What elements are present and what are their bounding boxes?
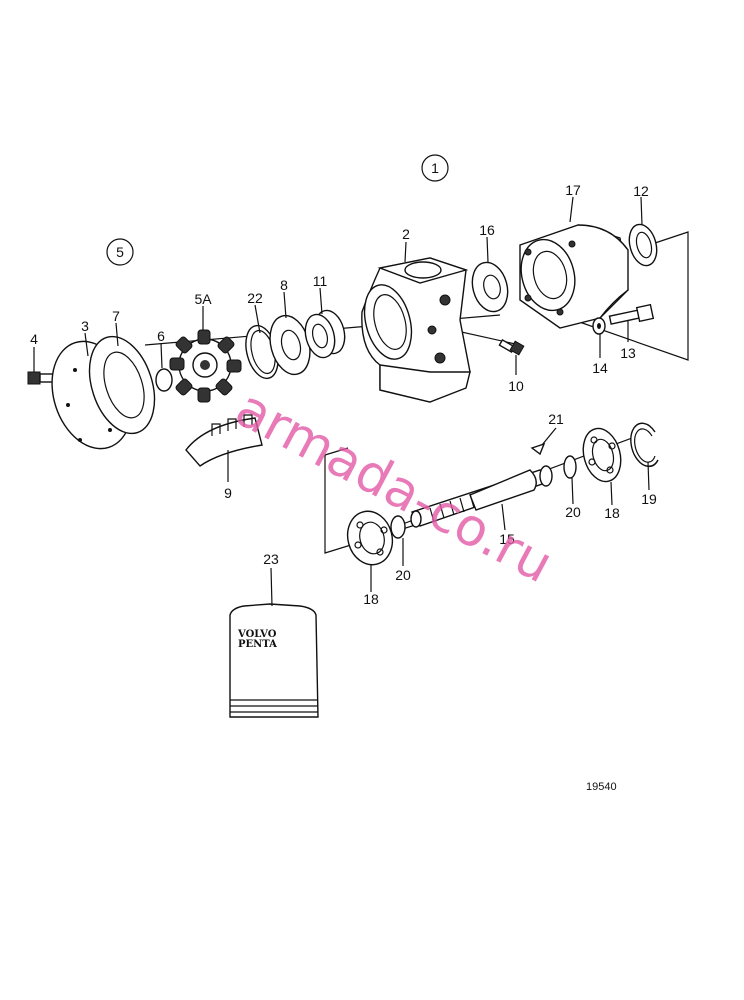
callout-group-1: 1 — [421, 154, 449, 182]
callout-20-right: 20 — [565, 504, 581, 520]
callout-5: 5 — [116, 244, 124, 260]
callout-4: 4 — [30, 331, 38, 347]
part-18-bearing-left — [346, 510, 394, 566]
callout-6: 6 — [157, 328, 165, 344]
callout-3: 3 — [81, 318, 89, 334]
part-13-bolt — [608, 303, 655, 325]
part-17-bearing-housing — [519, 224, 629, 329]
part-21-key — [530, 442, 546, 456]
callout-group-5: 5 — [106, 238, 134, 266]
callout-5a: 5A — [194, 291, 212, 307]
part-20-o-ring-left — [390, 515, 406, 539]
callout-7: 7 — [112, 308, 120, 324]
callout-8: 8 — [280, 277, 288, 293]
callout-10: 10 — [508, 378, 524, 394]
part-23-instruction-book: VOLVO PENTA — [229, 603, 319, 718]
callout-17: 17 — [565, 182, 581, 198]
part-2-pump-housing — [361, 257, 471, 403]
callout-18-left: 18 — [363, 591, 379, 607]
part-9-cam — [185, 414, 263, 467]
callout-15: 15 — [499, 531, 515, 547]
part-15-shaft — [410, 465, 553, 528]
callout-22: 22 — [247, 290, 263, 306]
callout-11: 11 — [313, 273, 328, 289]
callout-21: 21 — [548, 411, 564, 427]
callout-18-right: 18 — [604, 505, 620, 521]
part-18-bearing-right — [582, 427, 622, 483]
part-8-wear-plate — [269, 314, 311, 376]
callout-16: 16 — [479, 222, 495, 238]
part-14-washer — [592, 317, 606, 335]
leader-lines — [33, 196, 650, 607]
callout-23: 23 — [263, 551, 279, 567]
part-4-bolt — [27, 371, 63, 385]
part-7-gasket — [88, 335, 156, 435]
part-5a-impeller — [169, 329, 242, 403]
callout-14: 14 — [592, 360, 608, 376]
book-logo-line2: PENTA — [238, 639, 277, 650]
callout-9: 9 — [224, 485, 232, 501]
callout-2: 2 — [402, 226, 410, 242]
reference-number: 19540 — [586, 781, 617, 793]
part-11-seal — [304, 309, 346, 359]
book-logo-line1: VOLVO — [237, 629, 277, 640]
part-6-plug — [155, 368, 173, 392]
part-19-circlip — [630, 422, 659, 468]
callout-13: 13 — [620, 345, 636, 361]
part-12-seal-ring — [628, 223, 658, 267]
part-20-o-ring-right — [563, 455, 577, 479]
part-10-screw — [498, 338, 525, 356]
callout-19: 19 — [641, 491, 657, 507]
callout-labels: 2 3 4 5A 6 7 8 9 10 11 12 13 14 15 16 17… — [30, 182, 657, 607]
callout-12: 12 — [633, 183, 649, 199]
callout-1: 1 — [431, 160, 439, 176]
part-16-washer — [471, 261, 509, 313]
callout-20-left: 20 — [395, 567, 411, 583]
